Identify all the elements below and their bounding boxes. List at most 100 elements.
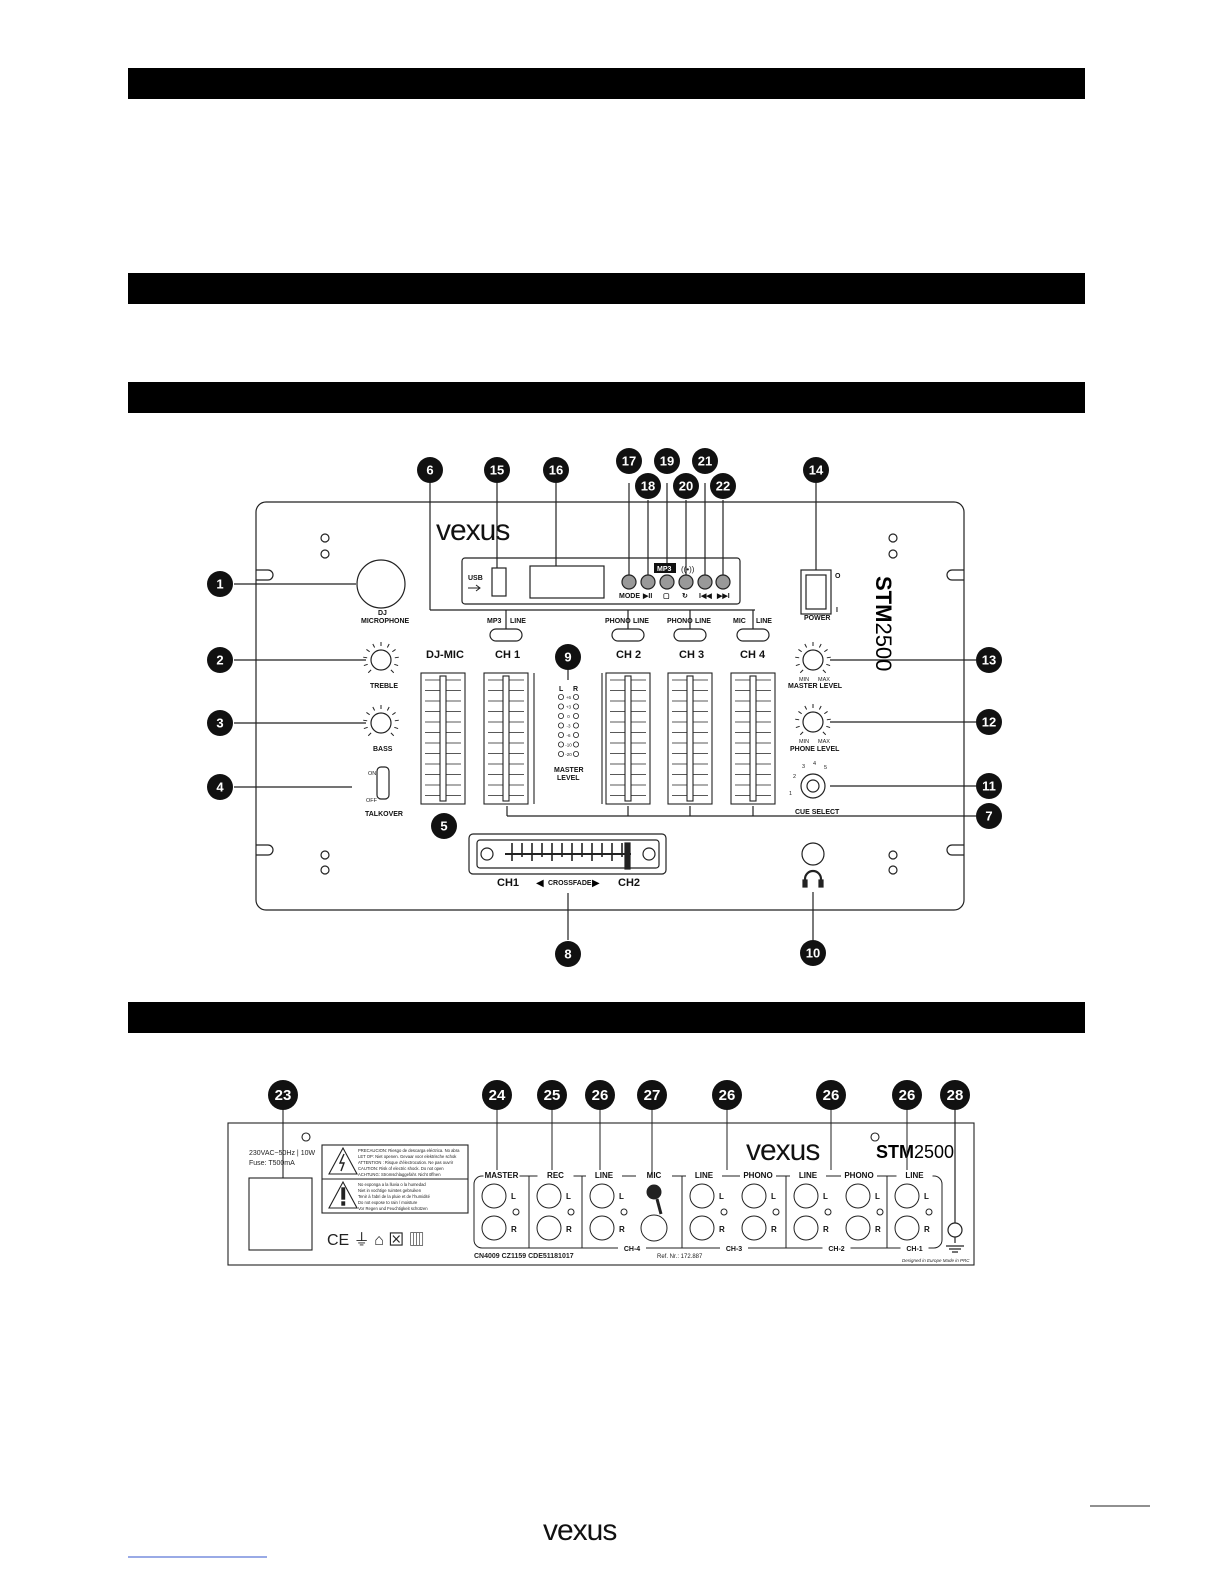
callout-text: 26 [823,1087,840,1104]
rca-jack-left[interactable] [481,1183,507,1209]
prev-label: I◀◀ [699,593,712,600]
jack-r-label: R [924,1225,930,1234]
rca-jack-right[interactable] [793,1215,819,1241]
rca-jack-right[interactable] [689,1215,715,1241]
talkover-switch[interactable] [376,766,390,800]
rca-jack-right[interactable] [845,1215,871,1241]
meter-scale-label: -3 [566,724,570,729]
jack-l-label: L [875,1192,880,1201]
jack-l-label: L [924,1192,929,1201]
ref-number: Ref. Nr.: 172.887 [657,1254,703,1260]
power-label: POWER [804,615,830,622]
callout-text: 21 [698,454,712,469]
fader-0[interactable] [420,672,466,805]
phone-level-label: PHONE LEVEL [790,746,840,753]
meter-led-r [573,703,580,710]
meter-led-l [558,722,565,729]
power-spec: 230VAC~50Hz | 10W [249,1150,315,1157]
callout-text: 27 [644,1087,661,1104]
rear-channel-label: CH-2 [828,1246,844,1253]
fader-1[interactable] [483,672,529,805]
meter-scale-label: -10 [565,743,572,748]
rear-group-label: PHONO [743,1171,772,1180]
rear-group-label: MASTER [485,1171,519,1180]
rca-jack-right[interactable] [741,1215,767,1241]
callout-24 [482,1080,512,1110]
meter-led-l [558,713,565,720]
cue-2: 2 [793,774,796,780]
rca-jack-left[interactable] [894,1183,920,1209]
rca-jack-right[interactable] [589,1215,615,1241]
rca-jack-left[interactable] [793,1183,819,1209]
channel-label-ch4: CH 4 [740,649,766,661]
master-max: MAX [818,677,830,683]
rear-group-label: LINE [799,1171,818,1180]
warning-line: PRECAUCION: Riesgo de descarga eléctrica… [358,1148,460,1153]
rca-jack-left[interactable] [689,1183,715,1209]
master-level-label: MASTER LEVEL [788,683,843,690]
microphone-icon [646,1184,662,1200]
power-inlet[interactable] [248,1177,313,1251]
meter-led-l [558,741,565,748]
callout-9 [555,644,581,670]
callout-text: 18 [641,479,655,494]
callout-20 [673,473,699,499]
folder-button[interactable] [659,574,675,590]
callout-text: 28 [947,1087,964,1104]
rca-jack-left[interactable] [741,1183,767,1209]
meter-r: R [573,686,578,693]
next-label: ▶▶I [716,593,730,600]
mic-label-2: MICROPHONE [361,618,410,625]
fader-4[interactable] [730,672,776,805]
ch4-switch-a: MIC [733,618,746,625]
callout-text: 4 [216,780,224,795]
callout-6 [417,457,443,483]
rca-screw [824,1208,832,1216]
rca-jack-left[interactable] [536,1183,562,1209]
meter-label-1: MASTER [554,767,584,774]
warning-line: Tenir à l'abri de la pluie et de l'humid… [358,1194,431,1199]
rca-jack-left[interactable] [845,1183,871,1209]
callout-text: 25 [544,1087,561,1104]
phone-level-knob[interactable] [802,711,824,733]
callout-text: 23 [275,1087,292,1104]
bass-knob[interactable] [370,712,392,734]
mic-xlr-jack[interactable] [640,1214,668,1242]
cue-select-knob[interactable] [800,773,826,799]
callout-12 [976,709,1002,735]
rear-connector-strip [473,1175,943,1249]
callout-1 [207,571,233,597]
callout-18 [635,473,661,499]
rca-jack-left[interactable] [589,1183,615,1209]
jack-l-label: L [771,1192,776,1201]
rear-group-label: LINE [905,1171,924,1180]
headphone-jack[interactable] [801,842,825,866]
callout-text: 16 [549,463,563,478]
rca-jack-right[interactable] [894,1215,920,1241]
rca-jack-right[interactable] [481,1215,507,1241]
phone-min: MIN [799,739,809,745]
phone-max: MAX [818,739,830,745]
rca-jack-right[interactable] [536,1215,562,1241]
mp3-badge-text: MP3 [657,566,672,573]
callout-text: 15 [490,463,504,478]
callout-text: 6 [426,463,433,478]
treble-knob[interactable] [370,649,392,671]
callout-text: 5 [440,819,447,834]
callout-7 [976,803,1002,829]
fader-3[interactable] [667,672,713,805]
ground-terminal[interactable] [947,1222,963,1238]
dj-mic-jack[interactable] [356,559,406,609]
callout-text: 24 [489,1087,506,1104]
callout-text: 10 [806,946,820,961]
callout-text: 7 [985,809,992,824]
callout-16 [543,457,569,483]
master-level-knob[interactable] [802,649,824,671]
jack-l-label: L [719,1192,724,1201]
jack-l-label: L [823,1192,828,1201]
front-panel-outline [255,501,965,911]
meter-led-r [573,722,580,729]
rca-screw [512,1208,520,1216]
fader-2[interactable] [605,672,651,805]
crossfader[interactable] [468,833,667,875]
